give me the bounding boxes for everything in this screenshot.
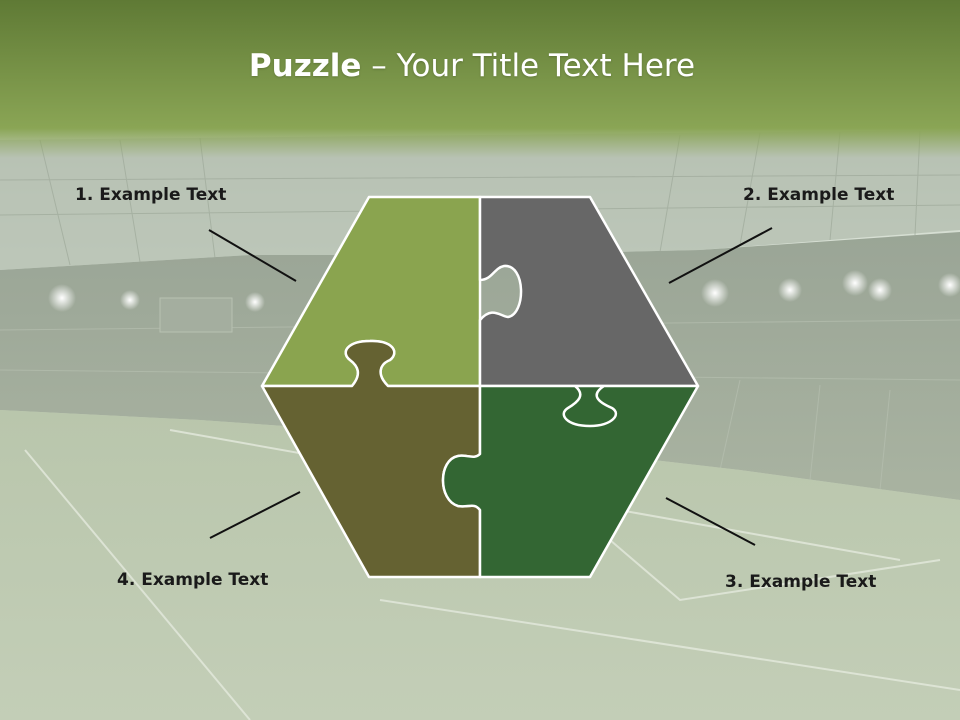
connector-line-4 (209, 491, 301, 539)
connector-line-3 (665, 497, 756, 546)
puzzle-piece-2 (478, 195, 700, 388)
title-bold: Puzzle (248, 48, 362, 84)
page-title: Puzzle – Your Title Text Here (0, 48, 944, 84)
label-1: 1. Example Text (75, 185, 227, 205)
title-rest: – Your Title Text Here (361, 48, 696, 84)
label-4: 4. Example Text (117, 570, 269, 590)
puzzle-piece-3 (441, 384, 700, 579)
connector-line-1 (208, 229, 297, 282)
label-3: 3. Example Text (725, 572, 877, 592)
connector-line-2 (668, 227, 773, 284)
label-2: 2. Example Text (743, 185, 895, 205)
